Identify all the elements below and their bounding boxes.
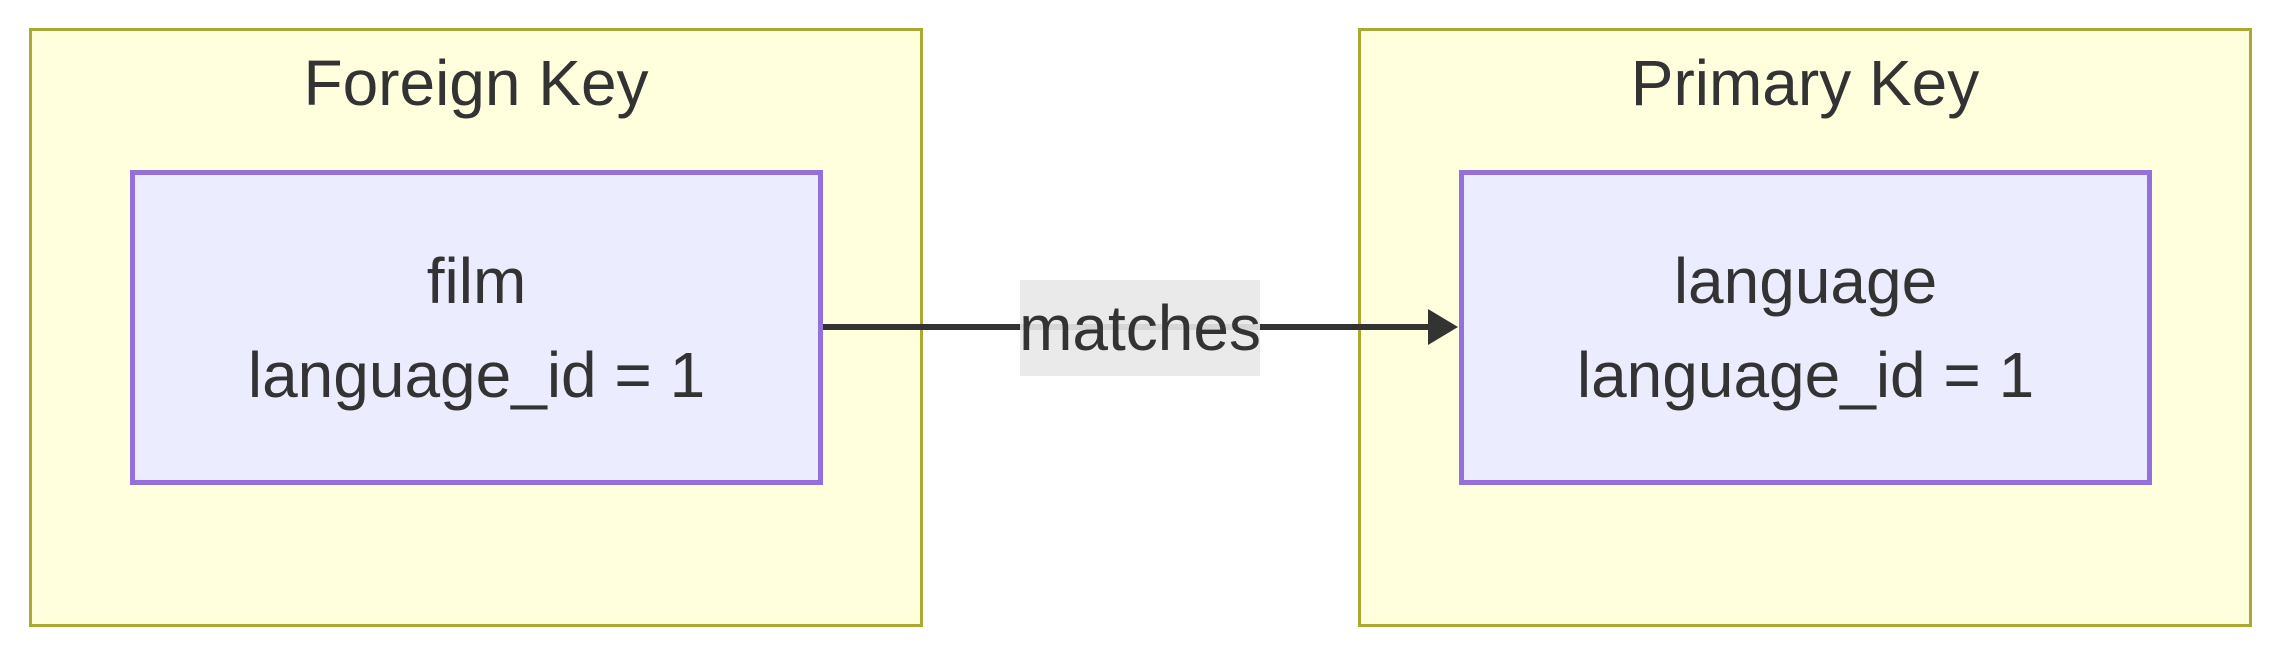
cluster-foreign-key: Foreign Key film language_id = 1 bbox=[29, 28, 923, 627]
edge-label: matches bbox=[1019, 280, 1261, 376]
node-language: language language_id = 1 bbox=[1459, 170, 2152, 485]
node-language-attribute: language_id = 1 bbox=[1576, 338, 2035, 411]
cluster-primary-key-title: Primary Key bbox=[1630, 47, 1980, 119]
node-film-table-name: film bbox=[426, 244, 527, 317]
node-film: film language_id = 1 bbox=[130, 170, 823, 485]
cluster-foreign-key-title: Foreign Key bbox=[303, 47, 649, 119]
arrowhead-right-icon bbox=[1428, 309, 1458, 345]
node-language-table-name: language bbox=[1673, 244, 1938, 317]
edge-label-text: matches bbox=[1019, 292, 1261, 364]
cluster-primary-key: Primary Key language language_id = 1 bbox=[1358, 28, 2252, 627]
node-film-attribute: language_id = 1 bbox=[247, 338, 706, 411]
